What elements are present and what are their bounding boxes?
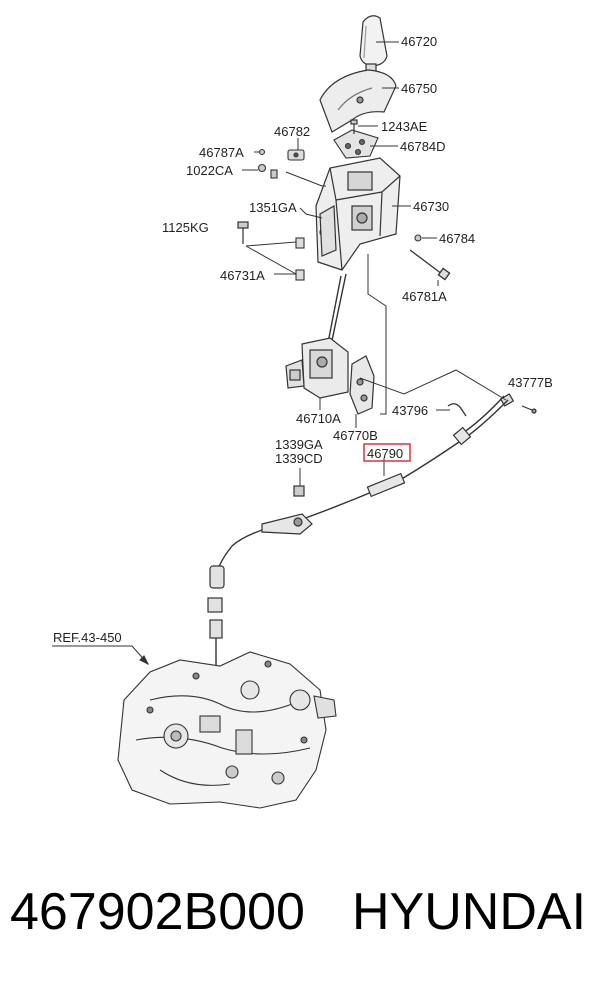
pin-46781a: [409, 249, 451, 281]
shift-boot: [319, 69, 397, 133]
lower-assembly: [285, 337, 349, 399]
parts-diagram: 46720 46750 1243AE 46782 46787A 46784D 1…: [52, 15, 553, 809]
bolt-1125kg: [237, 221, 249, 244]
callout-1243ae: 1243AE: [381, 119, 428, 134]
callout-46770b: 46770B: [333, 428, 378, 443]
screw-46787a: [258, 148, 266, 156]
callout-1339ga: 1339GA: [275, 437, 323, 452]
bracket-plate: [333, 129, 379, 159]
callout-46784: 46784: [439, 231, 475, 246]
shift-knob: [359, 15, 388, 77]
bushing-46731a: [295, 237, 305, 281]
ref-leader: [52, 645, 150, 666]
control-rod: [326, 273, 347, 351]
callout-46731a: 46731A: [220, 268, 265, 283]
callout-1022ca: 1022CA: [186, 163, 233, 178]
clip-43796: [447, 403, 467, 417]
bracket-46770b: [349, 355, 375, 415]
callout-1351ga: 1351GA: [249, 200, 297, 215]
callout-labels: 46720 46750 1243AE 46782 46787A 46784D 1…: [53, 34, 553, 645]
callout-46781a: 46781A: [402, 289, 447, 304]
shift-cable: [215, 395, 509, 581]
nut-1022ca: [257, 163, 267, 173]
callout-43777b: 43777B: [508, 375, 553, 390]
brand-name: HYUNDAI: [352, 883, 587, 941]
clip-46782: [287, 149, 305, 161]
shifter-housing: [315, 157, 401, 271]
transmission: [117, 651, 337, 809]
callout-46730: 46730: [413, 199, 449, 214]
callout-46750: 46750: [401, 81, 437, 96]
cable-lower-end: [207, 565, 225, 690]
cable-end-43777b: [499, 393, 537, 414]
callout-1125kg: 1125KG: [162, 220, 209, 235]
callout-46782: 46782: [274, 124, 310, 139]
bolt-1243ae: [350, 119, 358, 134]
callout-46720: 46720: [401, 34, 437, 49]
callout-46784d: 46784D: [400, 139, 446, 154]
callout-ref: REF.43-450: [53, 630, 122, 645]
callout-46790: 46790: [367, 446, 403, 461]
leader-lines-upper: [242, 41, 439, 415]
callout-43796: 43796: [392, 403, 428, 418]
clip-1351ga: [270, 169, 278, 179]
footer: 467902B000 HYUNDAI: [0, 872, 600, 952]
callout-46790-highlight: [363, 443, 411, 462]
clip-46784: [414, 234, 422, 242]
part-number: 467902B000: [10, 883, 305, 941]
cable-sleeve: [261, 426, 472, 535]
callout-46710a: 46710A: [296, 411, 341, 426]
callout-46787a: 46787A: [199, 145, 244, 160]
callout-1339cd: 1339CD: [275, 451, 323, 466]
